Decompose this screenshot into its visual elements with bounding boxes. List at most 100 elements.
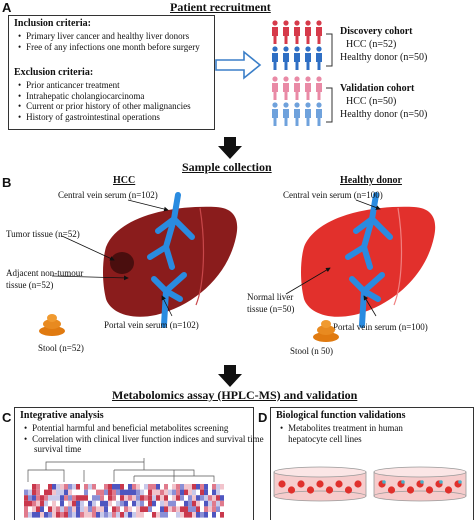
heatmap-cell bbox=[72, 500, 76, 507]
heatmap-cell bbox=[168, 495, 172, 501]
panel-a-letter: A bbox=[2, 0, 12, 15]
heatmap-cell bbox=[196, 495, 200, 501]
heatmap-cell bbox=[220, 495, 224, 501]
heatmap-cell bbox=[176, 495, 180, 501]
heatmap-cell bbox=[168, 500, 172, 507]
heatmap-cell bbox=[112, 506, 116, 512]
heatmap-cell bbox=[160, 484, 164, 490]
heatmap-cell bbox=[104, 484, 108, 490]
heatmap-cell bbox=[64, 506, 68, 512]
person-icon bbox=[272, 102, 278, 126]
heatmap-cell bbox=[28, 489, 32, 496]
heatmap-cell bbox=[140, 512, 144, 518]
heatmap-cell bbox=[160, 489, 164, 496]
heatmap-cell bbox=[40, 512, 44, 518]
heatmap-cell bbox=[148, 506, 152, 512]
heatmap-cell bbox=[196, 512, 200, 518]
heatmap-cell bbox=[60, 512, 64, 518]
heatmap-cell bbox=[144, 500, 148, 507]
heatmap-cell bbox=[128, 500, 132, 507]
heatmap-cell bbox=[24, 512, 28, 518]
heatmap-cell bbox=[104, 500, 108, 507]
heatmap-cell bbox=[68, 489, 72, 496]
heatmap-cell bbox=[180, 489, 184, 496]
hcc-portal-label: Portal vein serum (n=102) bbox=[104, 320, 199, 330]
heatmap-cell bbox=[220, 500, 224, 507]
healthy-portal-label: Portal vein serum (n=100) bbox=[333, 322, 428, 332]
heatmap-cell bbox=[204, 489, 208, 496]
heatmap-cell bbox=[88, 506, 92, 512]
heatmap-cell bbox=[128, 489, 132, 496]
validation-title: Validation cohort bbox=[340, 83, 415, 94]
heatmap-cell bbox=[24, 489, 28, 496]
heatmap-cell bbox=[72, 489, 76, 496]
heatmap-cell bbox=[96, 506, 100, 512]
healthy-title: Healthy donor bbox=[340, 175, 402, 186]
heatmap-cell bbox=[188, 489, 192, 496]
person-icon bbox=[305, 20, 311, 44]
heatmap-cell bbox=[116, 489, 120, 496]
person-icon bbox=[316, 20, 322, 44]
heatmap-cell bbox=[168, 484, 172, 490]
panel-d-item: Metabolites treatment in human hepatocyt… bbox=[280, 423, 438, 444]
heatmap-cell bbox=[120, 484, 124, 490]
heatmap-cell bbox=[108, 506, 112, 512]
cohort-brackets bbox=[326, 33, 333, 123]
heatmap-cell bbox=[192, 495, 196, 501]
heatmap-cell bbox=[64, 484, 68, 490]
heatmap-cell bbox=[80, 512, 84, 518]
discovery-hcc: HCC (n=52) bbox=[346, 39, 397, 50]
heatmap-cell bbox=[212, 506, 216, 512]
heatmap-cell bbox=[156, 506, 160, 512]
heatmap-cell bbox=[220, 489, 224, 496]
heatmap-cell bbox=[44, 484, 48, 490]
panel-c-item: Potential harmful and beneficial metabol… bbox=[24, 423, 264, 434]
heatmap-cell bbox=[96, 495, 100, 501]
heatmap-cell bbox=[80, 484, 84, 490]
heatmap-cell bbox=[140, 484, 144, 490]
heatmap-cell bbox=[172, 512, 176, 518]
heatmap-cell bbox=[56, 500, 60, 507]
heatmap-cell bbox=[184, 484, 188, 490]
heatmap-cell bbox=[124, 484, 128, 490]
heatmap-cell bbox=[36, 512, 40, 518]
heatmap-cell bbox=[184, 500, 188, 507]
person-icon bbox=[283, 76, 289, 100]
heatmap-cell bbox=[188, 512, 192, 518]
heatmap-cell bbox=[48, 512, 52, 518]
heatmap-cell bbox=[64, 512, 68, 518]
heatmap-cell bbox=[112, 489, 116, 496]
heatmap-cell bbox=[112, 495, 116, 501]
metabolite-icon bbox=[401, 480, 405, 484]
heatmap-cell bbox=[212, 484, 216, 490]
heatmap-cell bbox=[200, 489, 204, 496]
hcc-title: HCC bbox=[113, 175, 136, 186]
heatmap-cell bbox=[24, 500, 28, 507]
heatmap-cell bbox=[128, 512, 132, 518]
heatmap-cell bbox=[56, 506, 60, 512]
heatmap-cell bbox=[72, 512, 76, 518]
panel-d-item-text: Metabolites treatment in human hepatocyt… bbox=[288, 423, 403, 444]
heatmap-cell bbox=[160, 506, 164, 512]
petri-dishes bbox=[273, 466, 467, 502]
heatmap-cell bbox=[164, 512, 168, 518]
heatmap-cell bbox=[216, 484, 220, 490]
metabolomics-title: Metabolomics assay (HPLC-MS) and validat… bbox=[112, 388, 358, 402]
heatmap-cell bbox=[100, 489, 104, 496]
heatmap-cell bbox=[48, 484, 52, 490]
heatmap-cell bbox=[136, 484, 140, 490]
heatmap-cell bbox=[56, 512, 60, 518]
heatmap-cell bbox=[144, 484, 148, 490]
heatmap-cell bbox=[208, 484, 212, 490]
person-icon bbox=[316, 46, 322, 70]
panel-d-list: Metabolites treatment in human hepatocyt… bbox=[280, 423, 438, 444]
heatmap-cell bbox=[148, 500, 152, 507]
heatmap-cell bbox=[200, 512, 204, 518]
petri-dish-icon bbox=[373, 466, 467, 502]
heatmap-cell bbox=[160, 495, 164, 501]
heatmap-cell bbox=[24, 495, 28, 501]
inclusion-list: Primary liver cancer and healthy liver d… bbox=[18, 31, 200, 52]
heatmap-cell bbox=[72, 484, 76, 490]
heatmap-cell bbox=[64, 495, 68, 501]
metabolite-icon bbox=[439, 480, 443, 484]
